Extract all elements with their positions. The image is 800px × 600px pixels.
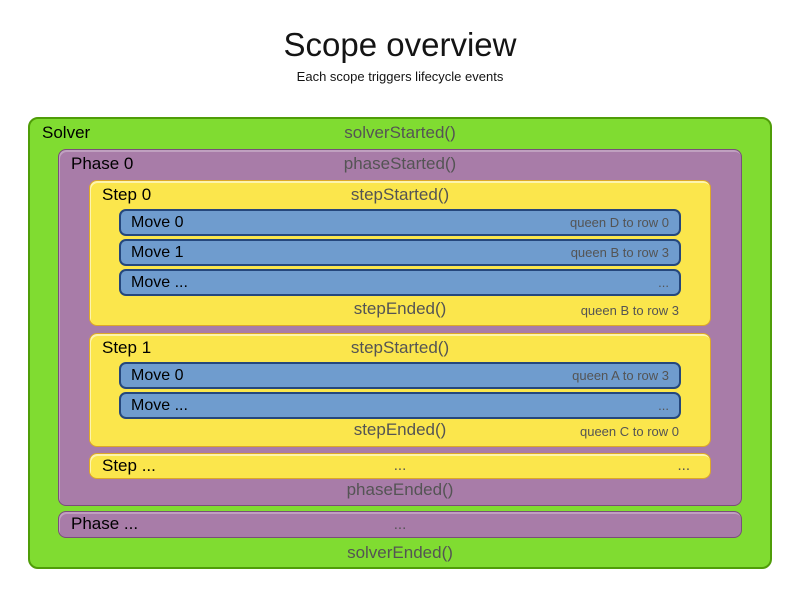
step0-scope-box: Step 0 stepStarted() Move 0 queen D to r… (89, 180, 711, 326)
move-label: Move 1 (131, 243, 184, 261)
step0-header: Step 0 stepStarted() (90, 181, 710, 209)
move-note: queen B to row 3 (570, 245, 669, 260)
phase0-scope-box: Phase 0 phaseStarted() Step 0 stepStarte… (58, 149, 742, 506)
move-note: ... (658, 275, 669, 290)
step1-scope-box: Step 1 stepStarted() Move 0 queen A to r… (89, 333, 711, 447)
solver-started-event: solverStarted() (344, 123, 456, 142)
move-note: ... (658, 398, 669, 413)
solver-label: Solver (42, 123, 91, 142)
step0-label: Step 0 (102, 185, 152, 204)
step1-move-list: Move 0 queen A to row 3 Move ... ... (119, 362, 681, 422)
step-started-event: stepStarted() (350, 338, 450, 357)
move-label: Move ... (131, 396, 188, 414)
page-subtitle: Each scope triggers lifecycle events (296, 69, 504, 84)
phase-ellipsis-box: Phase ... ... (58, 511, 742, 538)
step1-label: Step 1 (102, 338, 152, 357)
solver-ended-event: solverEnded() (347, 543, 453, 562)
move-row: Move ... ... (119, 269, 681, 296)
step-ellipsis-center: ... (393, 457, 407, 474)
move-row: Move 0 queen A to row 3 (119, 362, 681, 389)
phase0-header: Phase 0 phaseStarted() (59, 150, 741, 178)
move-row: Move ... ... (119, 392, 681, 419)
phase-ellipsis-center: ... (393, 516, 407, 533)
step-started-event: stepStarted() (350, 185, 450, 204)
step-ellipsis-right: ... (677, 457, 690, 474)
move-note: queen A to row 3 (572, 368, 669, 383)
move-row: Move 1 queen B to row 3 (119, 239, 681, 266)
solver-scope-box: Solver solverStarted() Phase 0 phaseStar… (28, 117, 772, 569)
move-label: Move ... (131, 273, 188, 291)
step1-header: Step 1 stepStarted() (90, 334, 710, 362)
solver-footer: solverEnded() (30, 543, 770, 567)
step-ellipsis-box: Step ... ... ... (89, 453, 711, 479)
phase-ended-event: phaseEnded() (346, 480, 454, 499)
phase-started-event: phaseStarted() (343, 154, 457, 173)
phase0-footer: phaseEnded() (59, 480, 741, 504)
move-label: Move 0 (131, 213, 184, 231)
step-ellipsis-label: Step ... (102, 456, 156, 475)
step-ended-event: stepEnded() (353, 299, 447, 318)
step1-footer: stepEnded() queen C to row 0 (90, 420, 710, 443)
phase0-label: Phase 0 (71, 154, 134, 173)
move-note: queen D to row 0 (569, 215, 669, 230)
move-label: Move 0 (131, 366, 184, 384)
solver-header: Solver solverStarted() (30, 119, 770, 147)
step0-move-list: Move 0 queen D to row 0 Move 1 queen B t… (119, 209, 681, 299)
step-ended-note: queen B to row 3 (580, 303, 679, 318)
page-title: Scope overview (283, 26, 517, 63)
step-ended-event: stepEnded() (353, 420, 447, 439)
phase-ellipsis-label: Phase ... (71, 514, 139, 533)
step-ended-note: queen C to row 0 (579, 424, 679, 439)
move-row: Move 0 queen D to row 0 (119, 209, 681, 236)
step0-footer: stepEnded() queen B to row 3 (90, 299, 710, 322)
